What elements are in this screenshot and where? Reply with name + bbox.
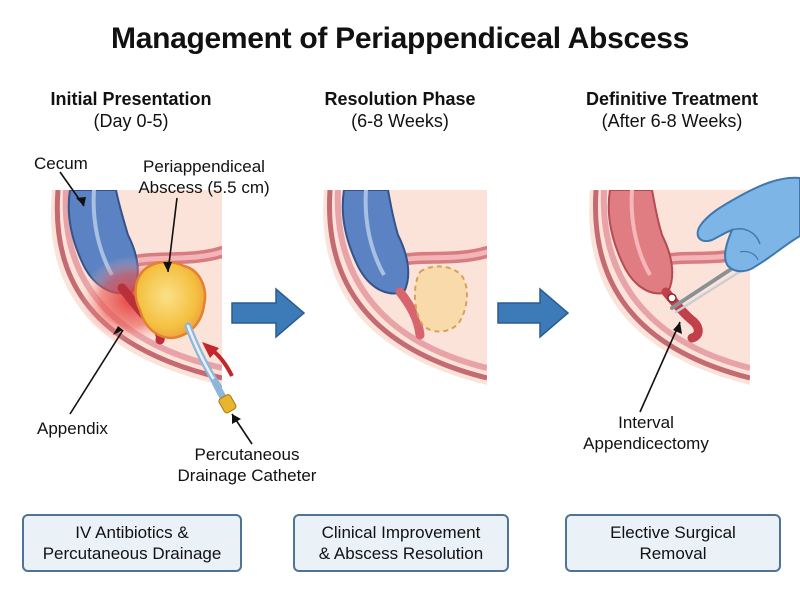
panel-definitive-treatment (578, 176, 800, 390)
treatment-box-definitive: Elective Surgical Removal (565, 514, 781, 572)
label-appendix: Appendix (37, 419, 108, 438)
progression-arrow (497, 287, 570, 339)
phase-title: Initial Presentation (50, 89, 212, 109)
phase-title: Resolution Phase (324, 89, 476, 109)
appendix (395, 287, 425, 340)
callout-lines (59, 171, 681, 445)
callout-interval-appendicectomy (639, 321, 681, 413)
phase-timeframe: (6-8 Weeks) (351, 111, 449, 131)
phase-header-resolution: Resolution Phase (6-8 Weeks) (280, 88, 520, 132)
periappendiceal-abscess (134, 260, 207, 340)
treatment-box-resolution: Clinical Improvement & Abscess Resolutio… (293, 514, 509, 572)
phase-title: Definitive Treatment (585, 89, 759, 109)
label-interval-appendicectomy: Interval Appendicectomy (583, 413, 709, 453)
phase-header-initial: Initial Presentation (Day 0-5) (11, 88, 251, 132)
resolved-abscess-cavity (414, 265, 468, 333)
abdominal-wall-skin (37, 190, 222, 390)
catheter-hub (218, 394, 237, 414)
callout-abscess (167, 197, 178, 273)
treatment-box-initial: IV Antibiotics & Percutaneous Drainage (22, 514, 242, 572)
ligation-point (667, 293, 677, 303)
label-drainage-catheter: Percutaneous Drainage Catheter (177, 445, 317, 485)
label-abscess: Periappendiceal Abscess (5.5 cm) (138, 157, 270, 197)
label-cecum: Cecum (34, 154, 88, 173)
callout-appendix (69, 329, 124, 415)
progression-arrow (231, 287, 306, 339)
phase-header-definitive: Definitive Treatment (After 6-8 Weeks) (552, 88, 792, 132)
panel-resolution-phase (312, 190, 487, 390)
gloved-hand (696, 176, 800, 273)
phase-timeframe: (Day 0-5) (93, 111, 169, 131)
phase-timeframe: (After 6-8 Weeks) (601, 111, 743, 131)
panel-initial-presentation (37, 190, 237, 414)
diagram-title: Management of Periappendiceal Abscess (111, 22, 689, 55)
